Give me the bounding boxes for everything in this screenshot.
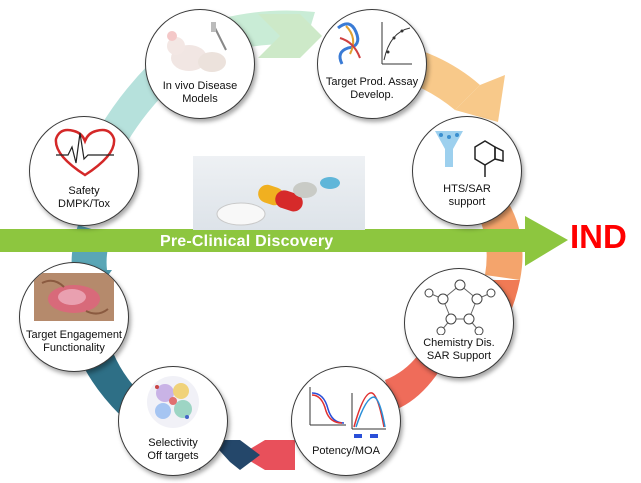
node-hts-sar: HTS/SAR support — [412, 116, 522, 226]
node-label: HTS/SAR support — [413, 183, 521, 209]
label-line: Develop. — [350, 89, 394, 101]
molecule-network-icon — [424, 279, 496, 335]
node-label: Target Prod. Assay Develop. — [318, 76, 426, 102]
ring-segment — [455, 75, 505, 122]
blue-tablet — [320, 177, 340, 189]
node-chemistry: Chemistry Dis. SAR Support — [404, 268, 514, 378]
ring-segment — [385, 355, 440, 410]
white-tablet — [216, 202, 266, 226]
ind-label: IND — [570, 218, 627, 255]
funnel-molecule-icon — [435, 131, 504, 177]
label-line: Target Prod. Assay — [325, 76, 419, 88]
label-line: Chemistry Dis. — [423, 337, 495, 349]
node-potency: Potency/MOA — [291, 366, 401, 476]
node-label: Potency/MOA — [292, 445, 400, 458]
cell-micrograph-icon — [34, 273, 114, 321]
ring-segment — [210, 440, 260, 470]
arrow-shape — [0, 216, 568, 266]
label-line: support — [448, 196, 486, 208]
label-line: SAR Support — [426, 350, 492, 362]
label-line: In vivo Disease — [162, 80, 238, 92]
protein-chart-icon — [337, 22, 412, 65]
label-line: Target Engagement — [25, 329, 122, 341]
node-selectivity: Selectivity Off targets — [118, 366, 228, 476]
mouse-icon — [167, 22, 227, 72]
center-pills-image — [193, 156, 365, 230]
node-label: Chemistry Dis. SAR Support — [405, 337, 513, 363]
node-safety: Safety DMPK/Tox — [29, 116, 139, 226]
capsule — [258, 184, 303, 212]
ring-segment — [258, 14, 322, 58]
label-line: DMPK/Tox — [58, 198, 110, 210]
node-label: In vivo Disease Models — [146, 80, 254, 106]
kinome-tree-icon — [147, 376, 199, 428]
label-line: Off targets — [147, 450, 199, 462]
label-line: Potency/MOA — [312, 445, 380, 457]
node-label: Selectivity Off targets — [119, 437, 227, 463]
label-line: Selectivity — [148, 437, 198, 449]
heart-ecg-icon — [54, 128, 116, 177]
node-in-vivo: In vivo Disease Models — [145, 9, 255, 119]
arrow-label: Pre-Clinical Discovery — [160, 233, 334, 250]
node-label: Safety DMPK/Tox — [30, 185, 138, 211]
dose-response-icon — [309, 387, 386, 438]
grey-tablet — [293, 182, 317, 198]
node-target-engagement: Target Engagement Functionality — [19, 262, 129, 372]
label-line: Safety — [68, 185, 100, 197]
label-line: Models — [182, 93, 218, 105]
node-target-prod: Target Prod. Assay Develop. — [317, 9, 427, 119]
ring-segment — [240, 440, 295, 470]
label-line: Functionality — [43, 342, 105, 354]
node-label: Target Engagement Functionality — [20, 329, 128, 355]
label-line: HTS/SAR — [443, 183, 491, 195]
